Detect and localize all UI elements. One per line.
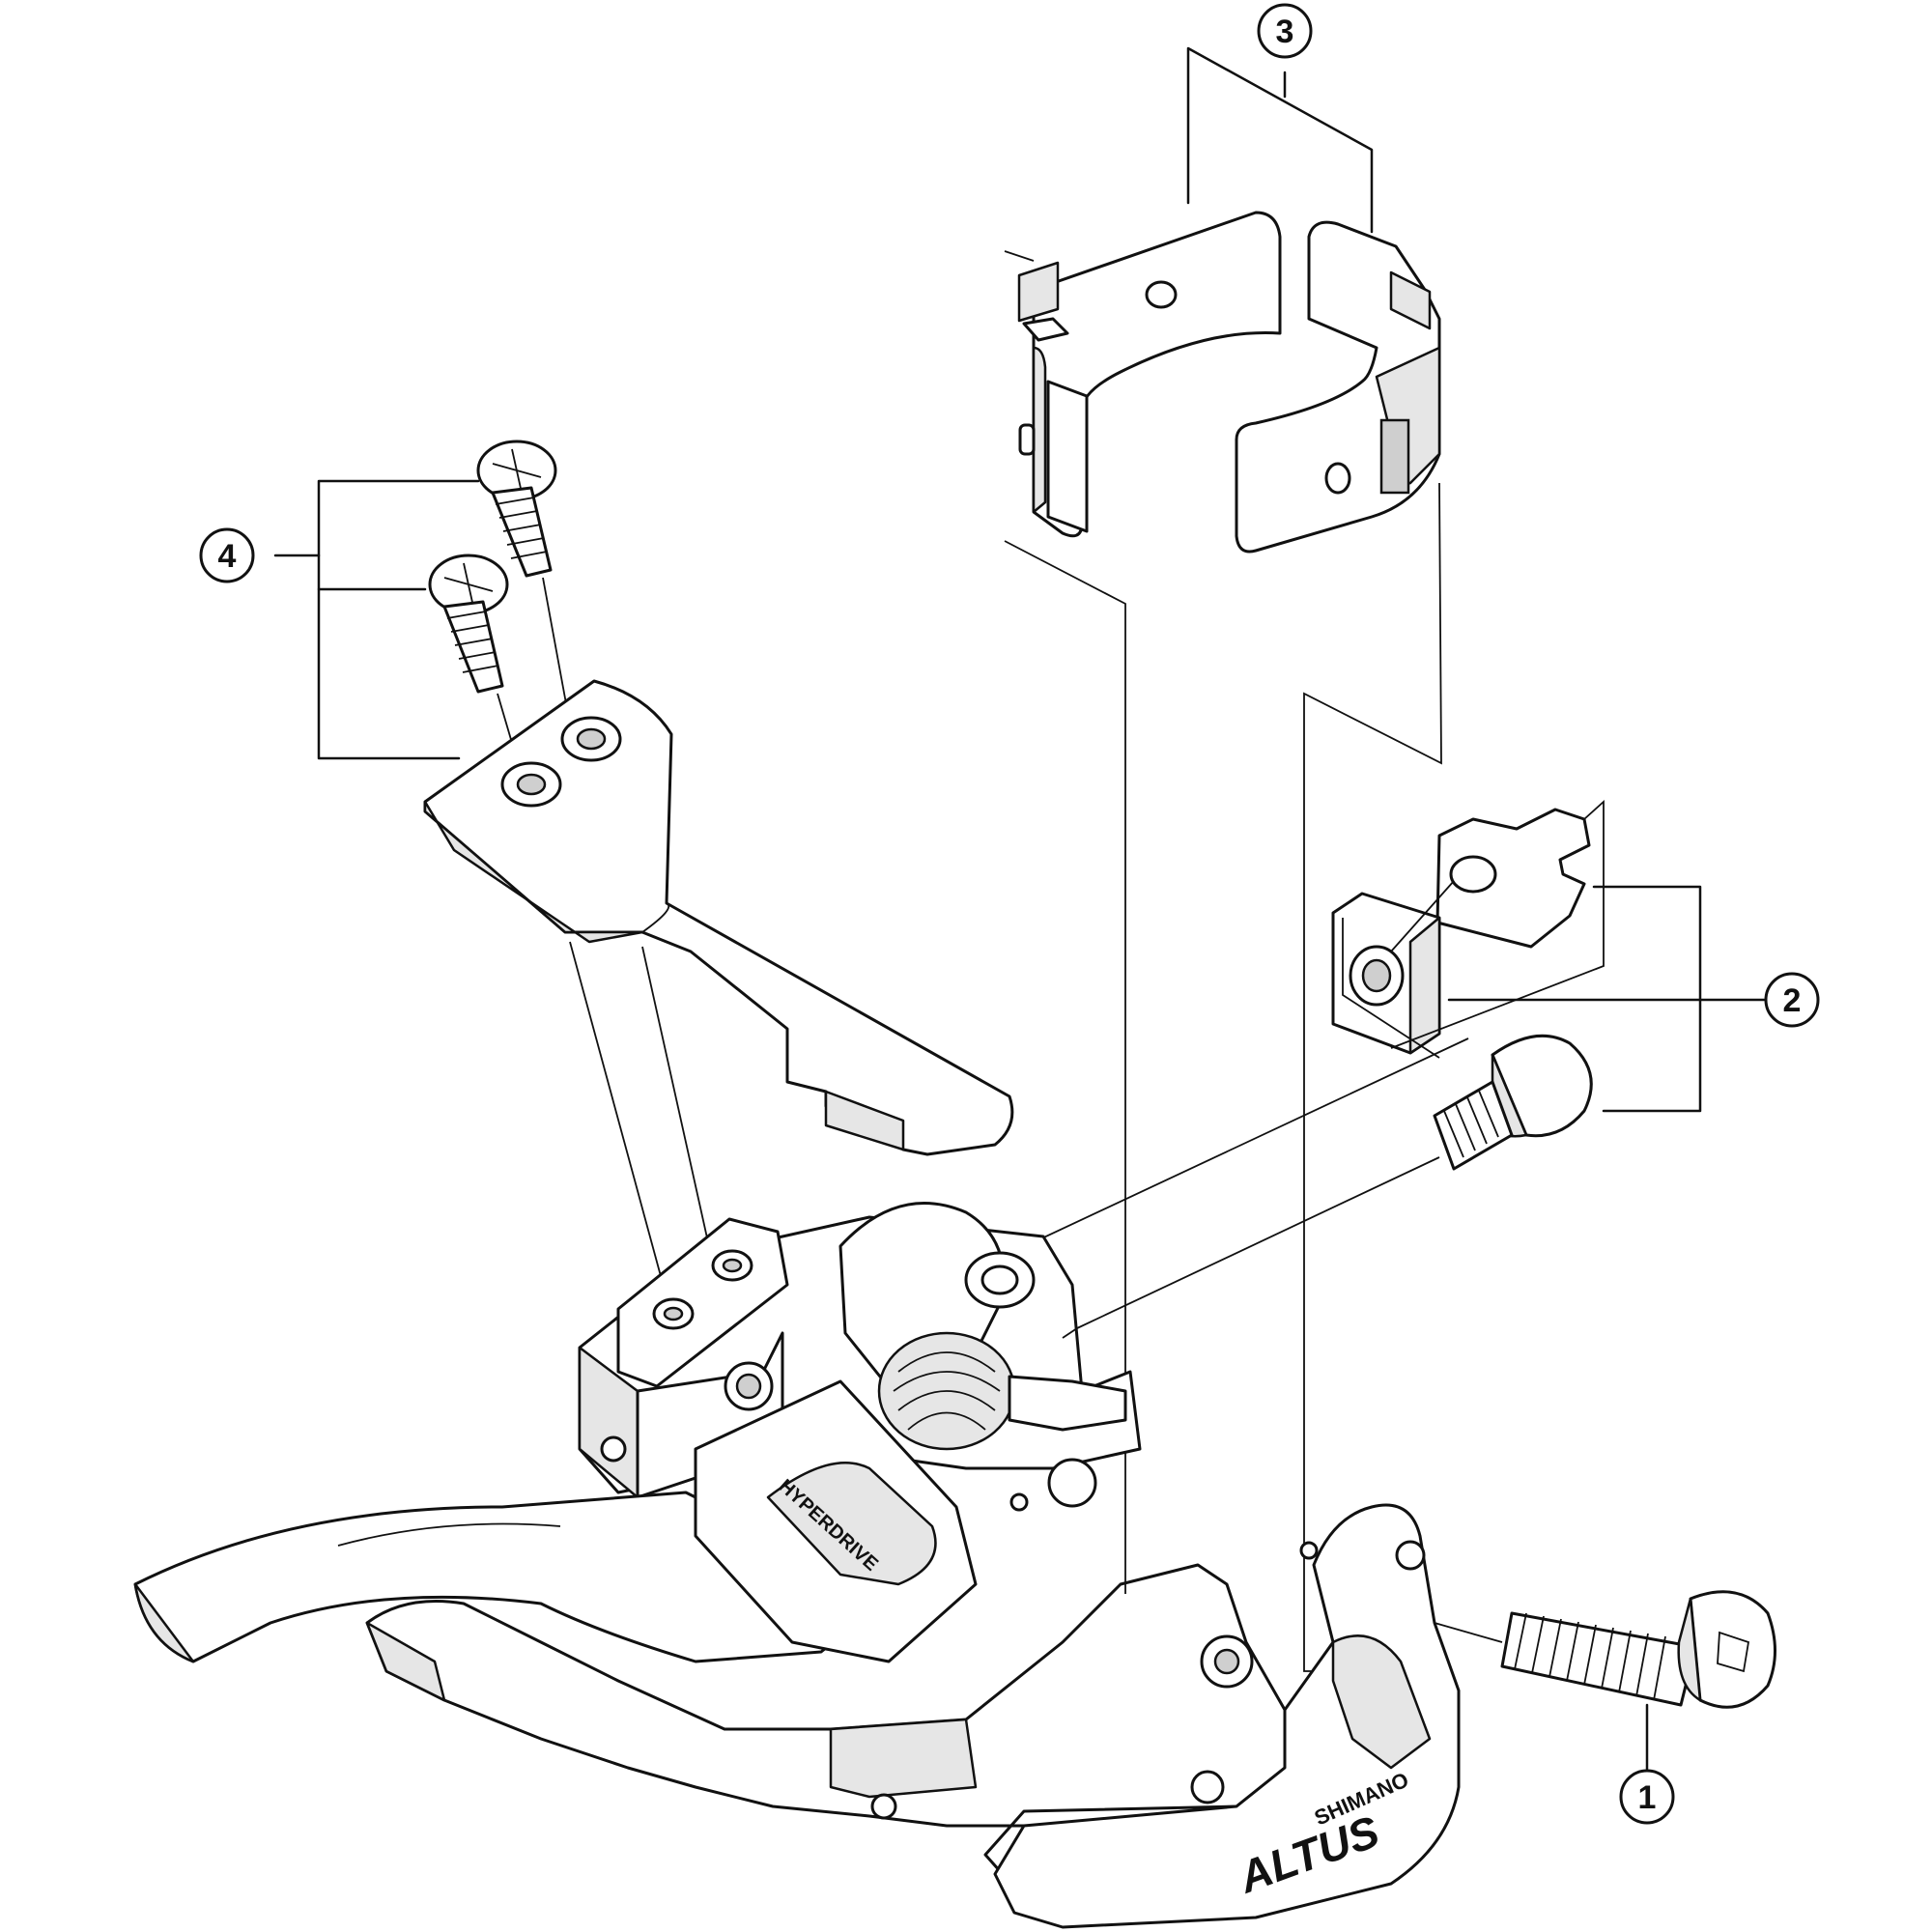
svg-text:1: 1 xyxy=(1638,1779,1657,1816)
plate-screw-lower xyxy=(428,554,509,694)
svg-text:4: 4 xyxy=(218,538,237,575)
clamp-bolt-short xyxy=(1433,1034,1593,1171)
clamp-nut xyxy=(1331,892,1441,1055)
callout-3: 3 xyxy=(1257,3,1313,59)
clamp-band-left-half xyxy=(1017,211,1282,538)
svg-text:3: 3 xyxy=(1276,14,1294,50)
cable-guide-plate xyxy=(423,679,1014,1156)
svg-text:2: 2 xyxy=(1783,982,1802,1019)
callout-4: 4 xyxy=(199,527,255,583)
spacer-plate xyxy=(1435,808,1591,949)
clamp-band-right-half xyxy=(1235,220,1441,554)
callout-2: 2 xyxy=(1764,972,1820,1028)
derailleur-body: HYPERDRIVE SHIMANO ALTUS xyxy=(133,1202,1461,1929)
plate-screw-upper xyxy=(476,440,557,578)
callout-1: 1 xyxy=(1619,1769,1675,1825)
clamp-bolt-long xyxy=(1500,1590,1776,1709)
